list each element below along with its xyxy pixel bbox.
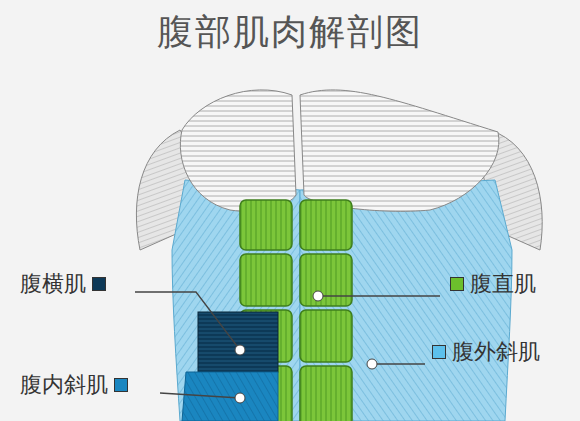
- diagram-title: 腹部肌肉解剖图: [0, 8, 580, 57]
- color-swatch: [432, 345, 446, 359]
- color-swatch: [450, 277, 464, 291]
- legend-entry: 腹直肌: [450, 272, 536, 296]
- legend-entry: 腹内斜肌: [20, 373, 128, 397]
- muscle-label: 腹外斜肌: [452, 340, 540, 364]
- legend-entry: 腹横肌: [20, 272, 106, 296]
- color-swatch: [114, 378, 128, 392]
- muscle-label: 腹内斜肌: [20, 373, 108, 397]
- muscle-label: 腹横肌: [20, 272, 86, 296]
- muscle-label: 腹直肌: [470, 272, 536, 296]
- color-swatch: [92, 277, 106, 291]
- legend-entry: 腹外斜肌: [432, 340, 540, 364]
